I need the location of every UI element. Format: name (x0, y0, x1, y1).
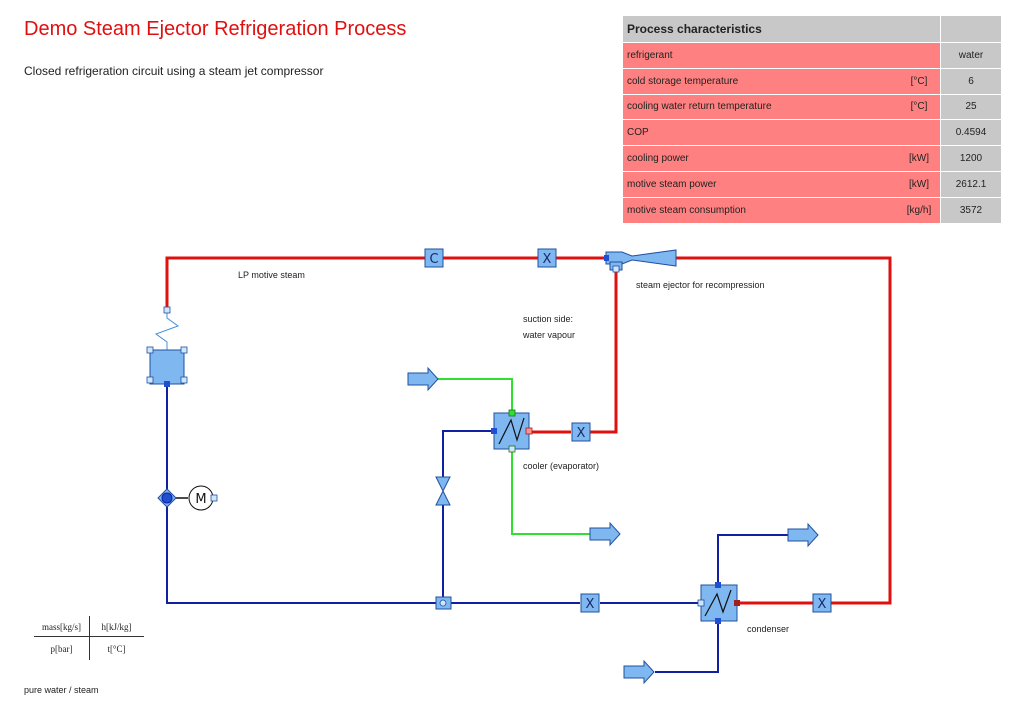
steam-ejector[interactable] (604, 249, 677, 273)
row-value[interactable]: 6 (940, 68, 1001, 95)
steam-generator[interactable] (146, 346, 188, 387)
table-row: refrigerant water (623, 42, 1001, 69)
table-header-value (940, 16, 1001, 43)
condenser-label: condenser (747, 624, 790, 634)
measurement-x-1[interactable]: X (537, 248, 557, 268)
row-name: cold storage temperature (623, 68, 898, 95)
expansion-valve[interactable] (435, 476, 451, 506)
table-row: motive steam power [kW] 2612.1 (623, 171, 1001, 198)
table-row: cold storage temperature [°C] 6 (623, 68, 1001, 95)
page-subtitle: Closed refrigeration circuit using a ste… (24, 64, 324, 78)
cooling-water-source-arrow[interactable] (623, 659, 655, 685)
row-unit: [kW] (898, 145, 941, 172)
measurement-x-2[interactable]: X (571, 422, 591, 442)
chilled-water-source-arrow[interactable] (407, 366, 439, 392)
measurement-x-3[interactable]: X (580, 593, 600, 613)
stream-legend: mass[kg/s] h[kJ/kg] p[bar] t[°C] (34, 616, 144, 660)
evaporator[interactable] (491, 409, 533, 453)
row-name: refrigerant (623, 42, 898, 69)
row-name: motive steam consumption (623, 197, 898, 224)
mixing-point[interactable] (435, 596, 452, 610)
x-label: X (586, 597, 595, 612)
steam-compressor[interactable]: C (424, 248, 444, 268)
cooling-water-out-line[interactable] (717, 534, 790, 585)
condenser-unit[interactable] (697, 582, 740, 624)
table-row: COP 0.4594 (623, 119, 1001, 147)
chilled-water-lines (437, 378, 590, 535)
cooling-water-in-line[interactable] (655, 621, 719, 673)
legend-temperature: t[°C] (107, 644, 126, 654)
motor-label: M (195, 492, 206, 507)
row-name: COP (623, 119, 898, 147)
row-value[interactable]: 3572 (940, 197, 1001, 224)
row-name: motive steam power (623, 171, 898, 198)
row-value[interactable]: water (940, 42, 1001, 69)
x-label: X (543, 252, 552, 267)
connector-port (163, 306, 171, 314)
motive-steam-line[interactable] (165, 256, 612, 310)
ejector-discharge-line[interactable] (676, 256, 892, 605)
motor-icon: M (188, 485, 218, 511)
suction-side-label: suction side: (523, 314, 574, 324)
legend-divider (34, 636, 144, 637)
process-characteristics-table: Process characteristics refrigerant wate… (623, 16, 1001, 224)
chilled-water-out-line[interactable] (511, 449, 590, 535)
row-unit: [°C] (898, 94, 941, 121)
legend-mass: mass[kg/s] (42, 622, 81, 632)
throttle-line-upper[interactable] (442, 430, 494, 477)
fluid-label: pure water / steam (24, 685, 99, 695)
water-lines (166, 385, 790, 673)
row-unit: [°C] (898, 68, 941, 95)
measurement-x-4[interactable]: X (812, 593, 832, 613)
chilled-water-sink-arrow[interactable] (589, 521, 621, 547)
x-label: X (818, 597, 827, 612)
page-title: Demo Steam Ejector Refrigeration Process (24, 18, 407, 40)
lp-motive-steam-label: LP motive steam (238, 270, 305, 280)
cooler-label: cooler (evaporator) (523, 461, 600, 471)
table-header: Process characteristics (623, 16, 941, 43)
legend-enthalpy: h[kJ/kg] (101, 622, 132, 632)
ejector-label: steam ejector for recompression (636, 280, 765, 290)
chilled-water-in-line[interactable] (437, 378, 513, 413)
table-row: cooling power [kW] 1200 (623, 145, 1001, 172)
compressor-label: C (429, 252, 438, 267)
row-unit: [kg/h] (898, 197, 941, 224)
x-label: X (577, 426, 586, 441)
row-value[interactable]: 25 (940, 94, 1001, 121)
cooling-water-sink-arrow[interactable] (787, 522, 819, 548)
table-row: motive steam consumption [kg/h] 3572 (623, 197, 1001, 224)
row-name: cooling water return temperature (623, 94, 898, 121)
row-unit: [kW] (898, 171, 941, 198)
water-vapour-label: water vapour (523, 330, 576, 340)
legend-pressure: p[bar] (50, 644, 73, 654)
feed-water-line[interactable] (166, 385, 436, 604)
heater-coil (154, 310, 180, 350)
row-unit (898, 119, 941, 147)
feed-pump[interactable] (157, 488, 188, 508)
steam-lines (165, 256, 892, 605)
suction-line[interactable] (590, 268, 618, 434)
row-name: cooling power (623, 145, 898, 172)
table-row: cooling water return temperature [°C] 25 (623, 94, 1001, 121)
row-value[interactable]: 0.4594 (940, 119, 1001, 147)
row-value[interactable]: 2612.1 (940, 171, 1001, 198)
row-unit (898, 42, 941, 69)
legend-divider (89, 616, 90, 660)
row-value[interactable]: 1200 (940, 145, 1001, 172)
